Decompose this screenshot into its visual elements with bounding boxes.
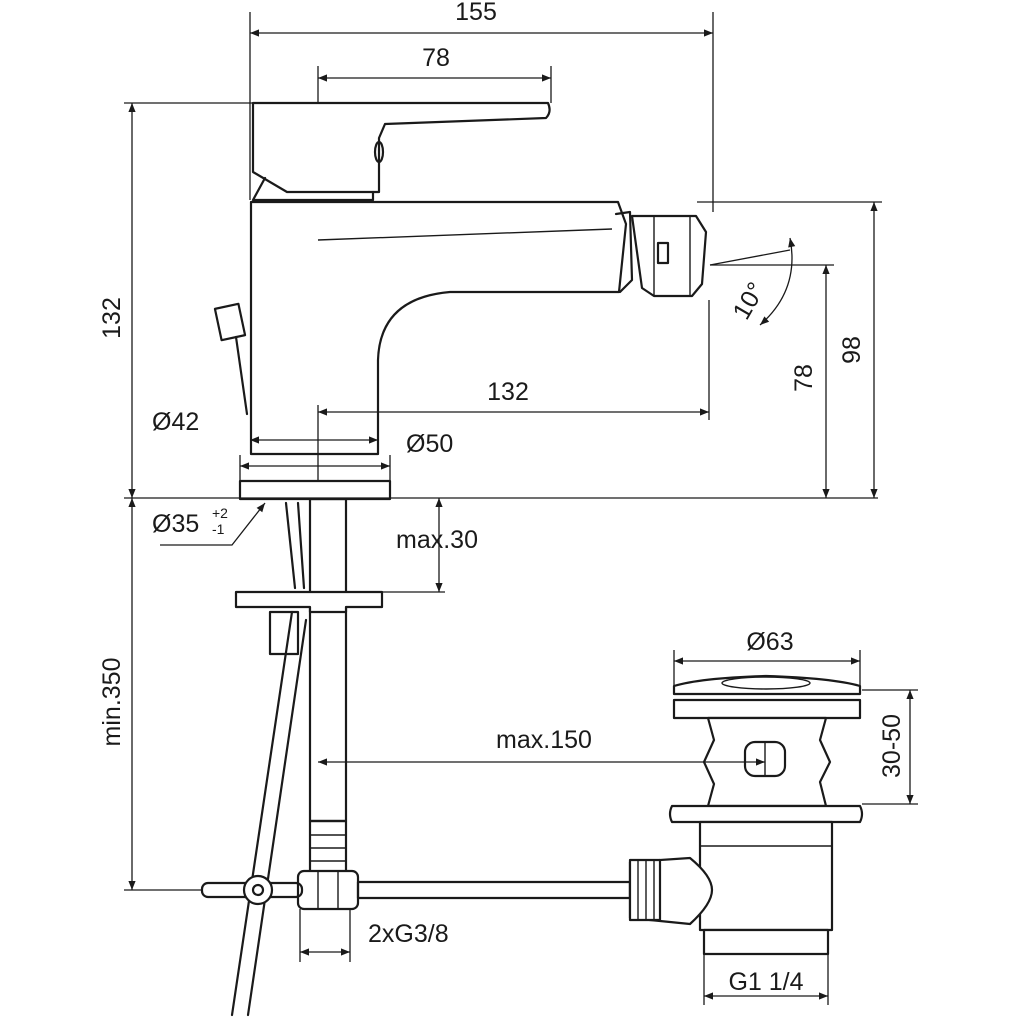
label-base-dia-42: Ø42: [152, 408, 199, 436]
label-hole-dia: Ø35: [152, 510, 199, 538]
label-overall-width: 155: [455, 0, 497, 26]
label-min-hose: min.350: [98, 658, 126, 747]
dimension-lines: [124, 12, 918, 1005]
label-spout-reach: 132: [487, 378, 529, 406]
mixer-body: [213, 101, 708, 501]
label-max-deck: max.30: [396, 526, 478, 554]
label-waste-range: 30-50: [878, 714, 906, 778]
label-base-dia-50: Ø50: [406, 430, 453, 458]
label-waste-dia: Ø63: [746, 628, 793, 656]
label-hole-tol-minus: -1: [212, 521, 225, 537]
label-outlet-height-98: 98: [838, 336, 866, 364]
label-connections: 2xG3/8: [368, 920, 449, 948]
pop-up-waste: [628, 674, 864, 956]
dimension-labels: 155 78 132 132 78 98 10° Ø42 Ø50 Ø35 +2 …: [98, 0, 906, 996]
label-max-rod: max.150: [496, 726, 592, 754]
label-handle-width: 78: [422, 44, 450, 72]
label-total-height: 132: [98, 297, 126, 339]
under-deck-assembly: [200, 497, 632, 1017]
label-waste-thread: G1 1/4: [728, 968, 803, 996]
label-hole-tol-plus: +2: [212, 505, 228, 521]
label-outlet-height-78: 78: [790, 364, 818, 392]
label-tilt-angle: 10°: [727, 278, 770, 325]
